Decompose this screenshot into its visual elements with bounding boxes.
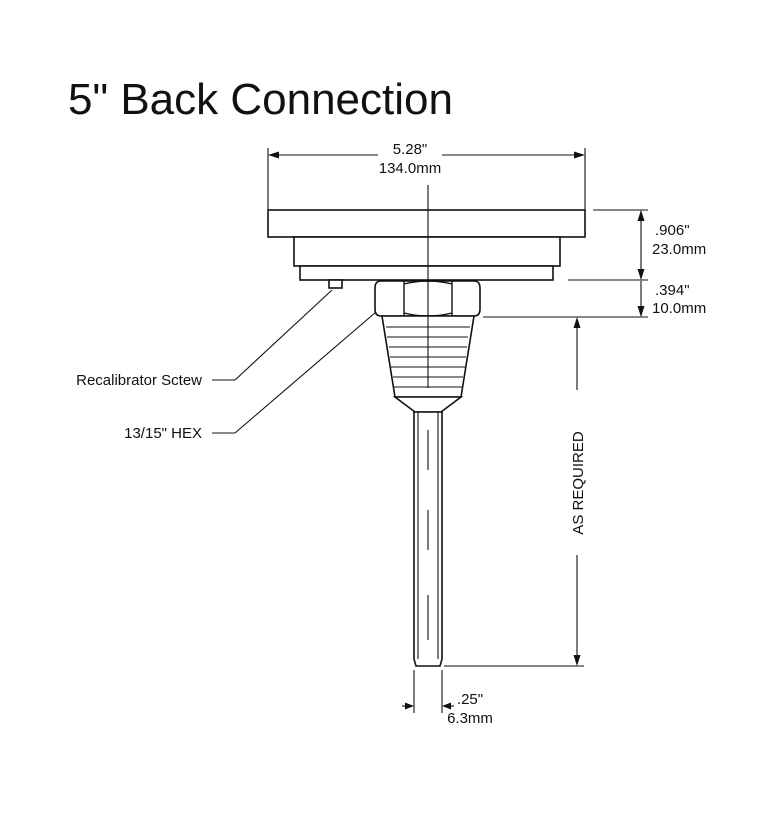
case-back: [299, 265, 554, 281]
recalibrator-screw: [328, 279, 343, 289]
hex-label: 13/15" HEX: [124, 425, 202, 442]
case-depth-inches: .906": [655, 222, 690, 239]
case-width-inches: 5.28": [393, 141, 428, 158]
depth-dimensions: .906" 23.0mm .394" 10.0mm: [483, 209, 706, 318]
case-depth-mm: 23.0mm: [652, 241, 706, 258]
drawing-title: 5" Back Connection: [68, 75, 453, 124]
recalibrator-callout: Recalibrator Sctew: [76, 289, 333, 389]
bezel-ring: [267, 209, 586, 238]
stem-length-label: AS REQUIRED: [570, 431, 587, 535]
stem-diameter-inches: .25": [457, 691, 483, 708]
case-body: [293, 236, 561, 267]
hex-callout: 13/15" HEX: [124, 311, 377, 442]
gauge-case: [267, 209, 586, 289]
case-width-dimension: 5.28" 134.0mm: [267, 141, 586, 210]
hex-height-inches: .394": [655, 282, 690, 299]
hex-height-mm: 10.0mm: [652, 300, 706, 317]
stem-length-dimension: AS REQUIRED: [444, 317, 587, 667]
recalibrator-label: Recalibrator Sctew: [76, 372, 202, 389]
stem: [413, 411, 443, 667]
stem-diameter-mm: 6.3mm: [447, 710, 493, 727]
stem-diameter-dimension: .25" 6.3mm: [402, 670, 493, 727]
case-width-mm: 134.0mm: [379, 160, 442, 177]
